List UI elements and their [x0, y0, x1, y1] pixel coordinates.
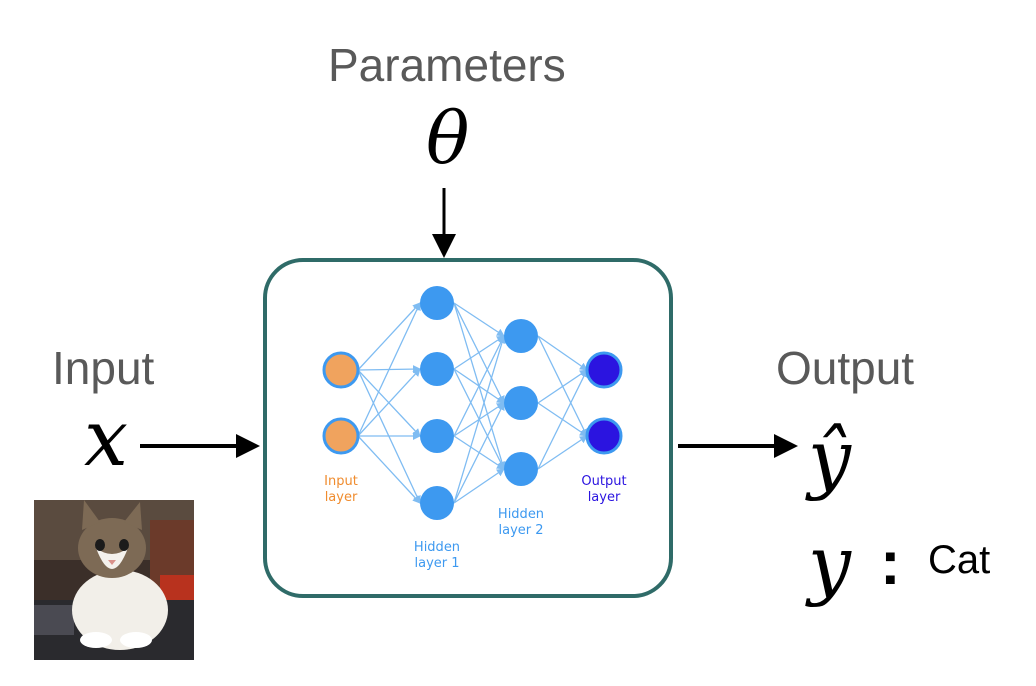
network-node — [322, 417, 360, 455]
network-edge — [453, 335, 505, 370]
layer-label: layer — [325, 490, 358, 505]
network-edge — [453, 402, 505, 504]
network-node — [322, 351, 360, 389]
model-box — [263, 258, 673, 598]
output-arrow — [678, 434, 798, 458]
layer-label: Hidden — [414, 540, 460, 555]
y-hat-symbol: ŷ — [808, 413, 851, 502]
network-node — [504, 386, 538, 420]
network-node — [585, 351, 623, 389]
network-edge — [537, 335, 588, 371]
x-symbol: x — [84, 394, 128, 484]
y-symbol: y — [808, 519, 851, 608]
network-edge — [357, 435, 421, 504]
cat-photo — [34, 500, 194, 660]
network-edge — [453, 468, 505, 504]
network-node — [420, 352, 454, 386]
layer-label: layer 1 — [414, 556, 459, 571]
cat-label: Cat — [928, 538, 991, 582]
network-edge — [453, 335, 505, 437]
network-node — [420, 286, 454, 320]
network-nodes — [322, 286, 623, 520]
parameter-arrow — [432, 188, 456, 258]
network-edge — [357, 302, 421, 437]
network-edges — [357, 302, 588, 504]
network-node — [504, 319, 538, 353]
network-edge — [453, 302, 505, 337]
network-edge — [537, 435, 588, 470]
network-node — [585, 417, 623, 455]
network-node — [504, 452, 538, 486]
network-node — [420, 419, 454, 453]
layer-label: Input — [324, 474, 358, 489]
network-node — [420, 486, 454, 520]
network-edge — [453, 335, 506, 504]
network-edge — [357, 302, 421, 371]
theta-symbol: θ — [426, 96, 470, 180]
input-arrow — [140, 434, 260, 458]
input-label: Input — [52, 342, 155, 394]
colon-symbol: : — [880, 529, 901, 598]
parameters-label: Parameters — [328, 39, 566, 91]
layer-label: layer — [588, 490, 621, 505]
layer-label: Output — [581, 474, 626, 489]
network-edge — [357, 368, 421, 437]
network-edge — [537, 369, 588, 470]
network-edge — [537, 369, 588, 404]
layer-label: layer 2 — [498, 523, 543, 538]
layer-label: Hidden — [498, 507, 544, 522]
output-label: Output — [776, 342, 915, 394]
